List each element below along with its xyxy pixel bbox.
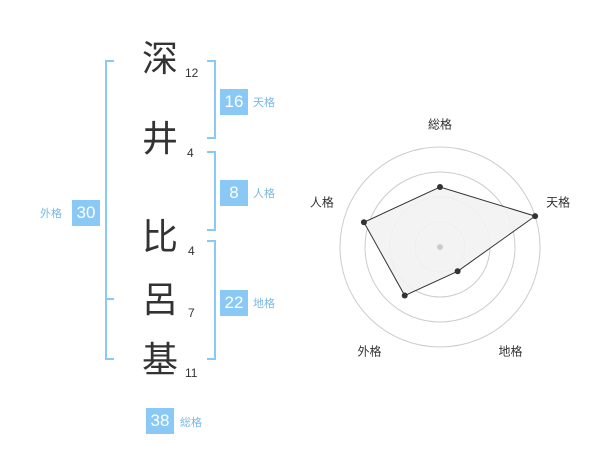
chikaku-bracket bbox=[207, 240, 216, 360]
soukaku-score: 38 bbox=[146, 408, 174, 434]
name-breakdown-panel: 深 12 井 4 比 4 呂 7 基 11 16 天格 8 人格 22 地格 外… bbox=[40, 39, 275, 434]
kanji-char: 井 bbox=[141, 119, 178, 160]
radar-center-dot bbox=[437, 244, 443, 250]
gaikaku-bracket bbox=[105, 60, 114, 360]
radar-ring bbox=[339, 146, 541, 348]
radar-value-polygon bbox=[363, 186, 537, 297]
kanji-char: 深 bbox=[141, 39, 178, 80]
fortune-radar-chart: 総格天格地格 外格 人格 bbox=[290, 95, 590, 385]
kanji-char: 呂 bbox=[141, 280, 178, 321]
stroke-count: 11 bbox=[185, 366, 198, 380]
stroke-count: 12 bbox=[185, 66, 199, 80]
chikaku-label: 地格 bbox=[253, 297, 275, 310]
tenkaku-label: 天格 bbox=[253, 96, 275, 109]
radar-axis-label: 地格 bbox=[499, 344, 523, 359]
gaikaku-bracket-tick bbox=[105, 298, 114, 300]
radar-axis-label: 天格 bbox=[546, 194, 570, 209]
gaikaku-score: 30 bbox=[72, 200, 100, 226]
radar-axis-label: 人格 bbox=[310, 194, 334, 209]
gaikaku-label: 外格 bbox=[40, 207, 62, 220]
stroke-count: 7 bbox=[188, 306, 195, 320]
kanji-char: 比 bbox=[141, 217, 178, 258]
jinkaku-bracket bbox=[207, 151, 216, 231]
tenkaku-score: 16 bbox=[220, 89, 248, 115]
radar-point-2 bbox=[532, 213, 539, 220]
stroke-count: 4 bbox=[187, 146, 194, 160]
radar-axis-label: 総格 bbox=[428, 117, 452, 132]
soukaku-label: 総格 bbox=[180, 416, 202, 429]
radar-point-1 bbox=[437, 184, 443, 190]
kanji-char: 基 bbox=[141, 340, 178, 381]
jinkaku-score: 8 bbox=[220, 180, 248, 206]
radar-point-3 bbox=[454, 268, 461, 275]
chikaku-score: 22 bbox=[220, 290, 248, 316]
stroke-count: 4 bbox=[188, 244, 195, 258]
radar-ring bbox=[364, 171, 516, 323]
radar-point-4 bbox=[401, 292, 408, 299]
tenkaku-bracket bbox=[207, 60, 216, 139]
jinkaku-label: 人格 bbox=[253, 187, 275, 200]
radar-point-5 bbox=[360, 219, 367, 226]
radar-axis-label: 外格 bbox=[357, 344, 381, 359]
